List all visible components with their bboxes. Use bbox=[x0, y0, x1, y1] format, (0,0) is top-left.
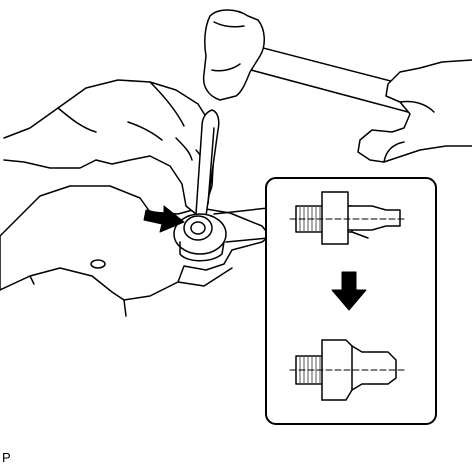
left-hand bbox=[3, 79, 215, 215]
nut-after-staking bbox=[289, 339, 407, 401]
nut-assembly bbox=[173, 213, 227, 262]
down-arrow bbox=[331, 271, 367, 311]
right-hand bbox=[357, 59, 472, 163]
nut-before-staking bbox=[289, 191, 407, 245]
callout-leader bbox=[213, 207, 269, 243]
pointer-arrow bbox=[143, 205, 185, 233]
detail-inset bbox=[265, 177, 437, 425]
housing-body bbox=[0, 185, 271, 317]
hammer bbox=[202, 9, 415, 113]
illustration-code: P bbox=[2, 450, 11, 465]
